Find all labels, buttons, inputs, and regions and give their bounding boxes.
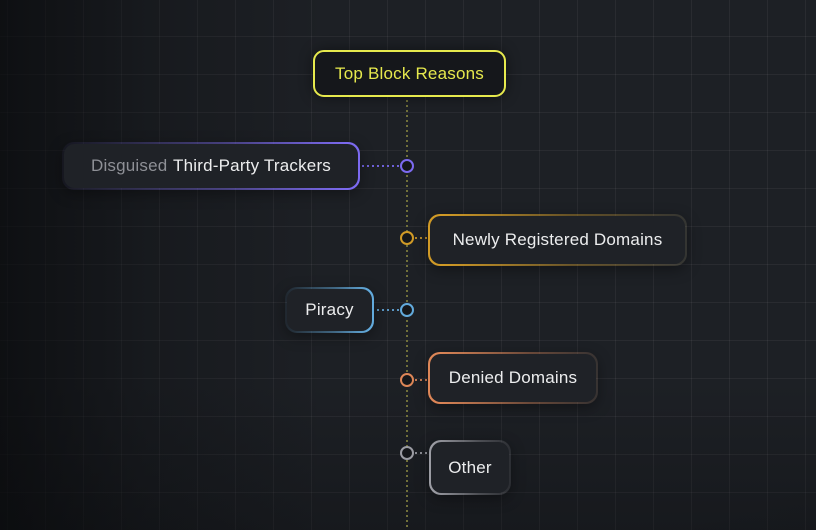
node-disguised-third-party-trackers [400, 159, 414, 173]
connector-disguised-third-party-trackers [362, 165, 399, 167]
branch-disguised-third-party-trackers[interactable]: Disguised Third-Party Trackers [62, 142, 360, 190]
connector-newly-registered-domains [415, 237, 429, 239]
root-node-top-block-reasons[interactable]: Top Block Reasons [313, 50, 506, 97]
branch-label: Newly Registered Domains [452, 230, 663, 249]
branch-label: Other [448, 457, 492, 477]
branch-label-container: Other [430, 441, 510, 494]
branch-label-container: Piracy [286, 288, 373, 332]
branch-label: Third-Party Trackers [173, 156, 332, 175]
root-node-label: Top Block Reasons [335, 63, 484, 83]
branch-other[interactable]: Other [429, 440, 511, 495]
branch-label: Denied Domains [448, 368, 578, 387]
branch-piracy[interactable]: Piracy [285, 287, 374, 333]
branch-label-container: Newly Registered Domains [429, 215, 686, 265]
node-denied-domains [400, 373, 414, 387]
branch-label: Piracy [305, 300, 354, 319]
node-piracy [400, 303, 414, 317]
connector-piracy [377, 309, 399, 311]
branch-label-muted: Disguised [90, 156, 168, 175]
node-newly-registered-domains [400, 231, 414, 245]
connector-other [415, 452, 429, 454]
branch-label-container: Disguised Third-Party Trackers [63, 143, 359, 189]
connector-denied-domains [415, 379, 429, 381]
node-other [400, 446, 414, 460]
branch-label-container: Denied Domains [429, 353, 597, 403]
branch-denied-domains[interactable]: Denied Domains [428, 352, 598, 404]
branch-newly-registered-domains[interactable]: Newly Registered Domains [428, 214, 687, 266]
